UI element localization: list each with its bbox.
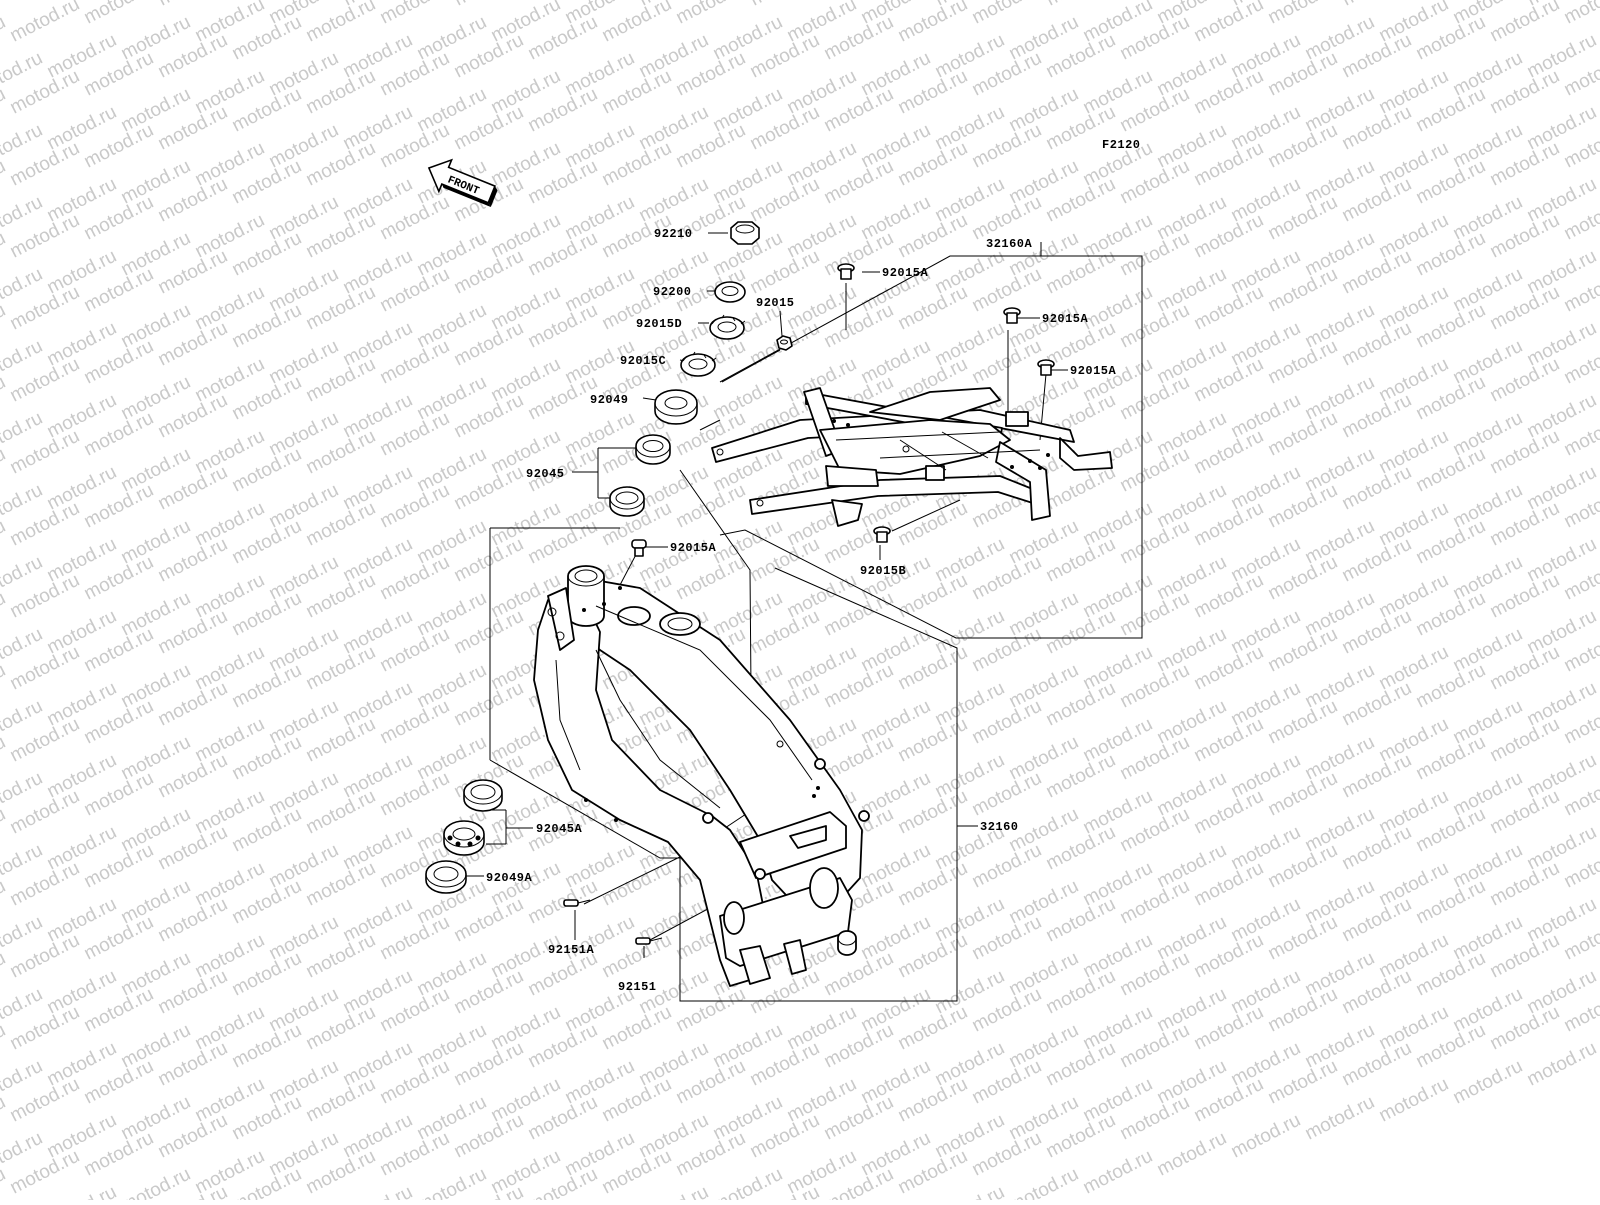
steering-stem-parts bbox=[609, 221, 793, 557]
part-label-92200: 92200 bbox=[653, 285, 692, 299]
pin-92015A-left bbox=[837, 263, 855, 280]
pin-92015A-right-1 bbox=[1003, 307, 1021, 324]
part-label-92015: 92015 bbox=[756, 296, 795, 310]
watermark-text: motod.ru bbox=[747, 0, 823, 10]
part-label-92045A: 92045A bbox=[536, 822, 583, 836]
main-frame-32160 bbox=[533, 565, 870, 987]
washer-92200 bbox=[714, 281, 746, 303]
seal-92049 bbox=[654, 389, 698, 425]
part-label-92151A: 92151A bbox=[548, 943, 595, 957]
part-label-92049A: 92049A bbox=[486, 871, 533, 885]
pin-92015B bbox=[873, 526, 891, 543]
seal-92049A bbox=[425, 860, 467, 894]
watermark-text: motod.ru bbox=[1080, 1146, 1156, 1199]
watermark-text: motod.ru bbox=[1154, 1128, 1230, 1181]
watermark-text: motod.ru bbox=[0, 732, 9, 785]
watermark-text: motod.ru bbox=[0, 372, 9, 425]
watermark-text: motod.ru bbox=[0, 876, 9, 929]
part-label-92015A-r1: 92015A bbox=[1042, 312, 1089, 326]
part-label-92015D: 92015D bbox=[636, 317, 682, 331]
watermark-text: motod.ru bbox=[0, 1164, 9, 1200]
locknut-92015C bbox=[680, 351, 717, 377]
watermark-text: motod.ru bbox=[0, 84, 9, 137]
part-label-92015B: 92015B bbox=[860, 564, 906, 578]
watermark-text: motod.ru bbox=[155, 0, 231, 10]
bearing-race-92045A bbox=[463, 779, 503, 812]
part-label-92045: 92045 bbox=[526, 467, 565, 481]
watermark-text: motod.ru bbox=[118, 1164, 194, 1200]
watermark-text: motod.ru bbox=[0, 588, 9, 641]
bearing-race-92045 bbox=[609, 486, 645, 517]
watermark-text: motod.ru bbox=[1006, 1164, 1082, 1200]
watermark-text: motod.ru bbox=[1302, 1092, 1378, 1145]
screw-92151A bbox=[563, 899, 591, 907]
locknut-92015D bbox=[709, 314, 746, 340]
watermark-text: motod.ru bbox=[1228, 1110, 1304, 1163]
watermark-text: motod.ru bbox=[0, 0, 46, 10]
watermark-text: motod.ru bbox=[1043, 0, 1119, 10]
pin-92015A-right-2 bbox=[1037, 359, 1055, 376]
watermark-text: motod.ru bbox=[710, 1164, 786, 1200]
bolt-92015A bbox=[631, 539, 647, 557]
diagram-code: F2120 bbox=[1102, 138, 1141, 152]
watermark-text: motod.ru bbox=[932, 1182, 1008, 1200]
bearing-92045A bbox=[443, 820, 485, 856]
watermark-text: motod.ru bbox=[673, 0, 749, 28]
part-label-32160: 32160 bbox=[980, 820, 1019, 834]
watermark-text: motod.ru bbox=[1339, 0, 1415, 10]
watermark-text: motod.ru bbox=[81, 0, 157, 28]
part-label-92151: 92151 bbox=[618, 980, 657, 994]
watermark-text: motod.ru bbox=[7, 0, 83, 46]
watermark-text: motod.ru bbox=[1524, 1038, 1600, 1091]
screw-92151 bbox=[635, 937, 663, 945]
watermark-text: motod.ru bbox=[377, 0, 453, 28]
watermark-text: motod.ru bbox=[451, 0, 527, 10]
part-labels: 92210 92200 92015 92015D 92015C 92049 92… bbox=[486, 227, 1117, 994]
watermark-text: motod.ru bbox=[0, 12, 9, 65]
nut-92015 bbox=[776, 335, 793, 351]
watermark-text: motod.ru bbox=[0, 660, 9, 713]
watermark-text: motod.ru bbox=[0, 156, 9, 209]
watermark-text: motod.ru bbox=[0, 1092, 9, 1145]
watermark-text: motod.ru bbox=[0, 516, 9, 569]
watermark-text: motod.ru bbox=[0, 300, 9, 353]
part-label-92015A-r3: 92015A bbox=[1070, 364, 1117, 378]
watermark-text: motod.ru bbox=[340, 1182, 416, 1200]
watermark-text: motod.ru bbox=[44, 1182, 120, 1200]
part-label-92015C: 92015C bbox=[620, 354, 666, 368]
watermark-text: motod.ru bbox=[414, 1164, 490, 1200]
part-label-92049: 92049 bbox=[590, 393, 629, 407]
watermark-text: motod.ru bbox=[0, 228, 9, 281]
watermark-text: motod.ru bbox=[0, 948, 9, 1001]
watermark-text: motod.ru bbox=[0, 804, 9, 857]
stem-nut-92210 bbox=[730, 221, 760, 245]
front-direction-arrow-icon: FRONT bbox=[427, 158, 498, 208]
watermark-text: motod.ru bbox=[0, 444, 9, 497]
lower-bearing-parts bbox=[425, 779, 663, 945]
part-label-32160A: 32160A bbox=[986, 237, 1033, 251]
part-label-92015A-head: 92015A bbox=[670, 541, 717, 555]
part-label-92015A-r2: 92015A bbox=[882, 266, 929, 280]
watermark-text: motod.ru bbox=[1265, 0, 1341, 28]
part-label-92210: 92210 bbox=[654, 227, 693, 241]
rear-subframe-32160A bbox=[711, 263, 1113, 543]
bearing-92045-upper bbox=[635, 434, 671, 465]
watermark-text: motod.ru bbox=[636, 1182, 712, 1200]
watermark-text: motod.ru bbox=[1376, 1074, 1452, 1127]
watermark-text: motod.ru bbox=[969, 0, 1045, 28]
watermark-text: motod.ru bbox=[1561, 0, 1600, 28]
watermark-text: motod.ru bbox=[0, 1020, 9, 1073]
watermark-text: motod.ru bbox=[1450, 1056, 1526, 1109]
